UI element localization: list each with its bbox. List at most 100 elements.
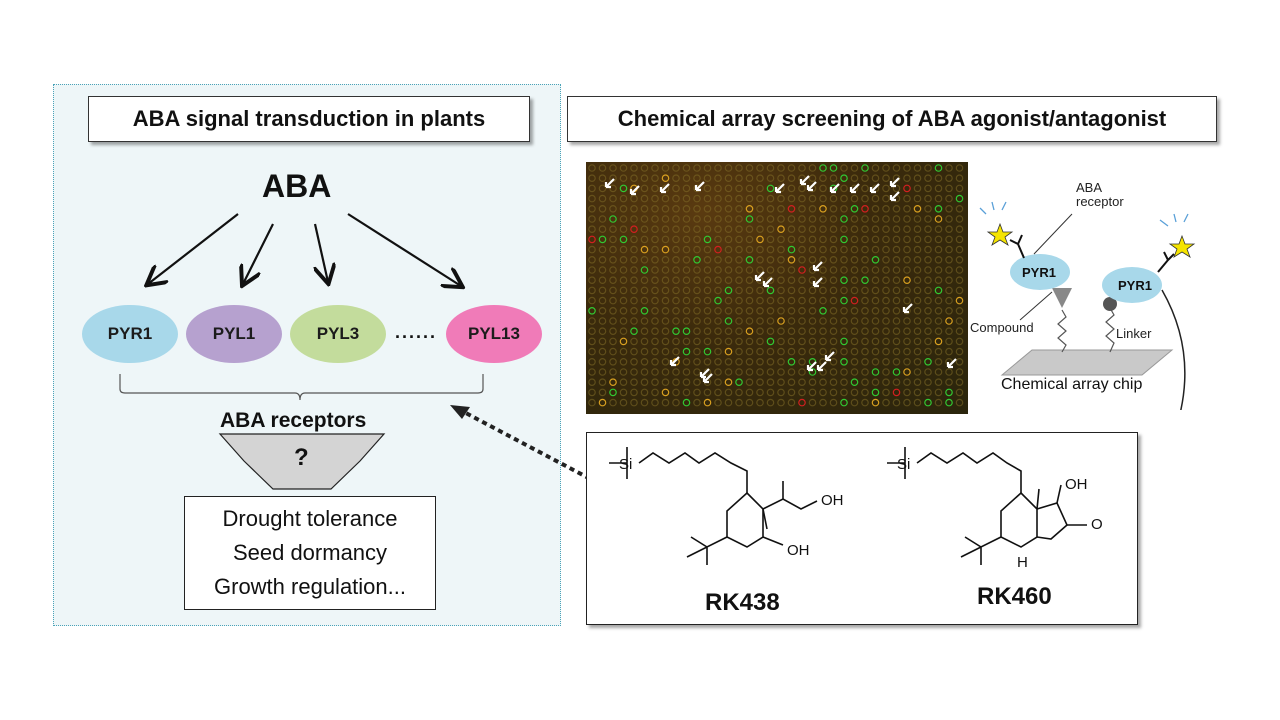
array-spot: [766, 225, 775, 233]
array-spot: [955, 266, 964, 274]
hit-arrow: [659, 183, 670, 194]
array-spot: [903, 317, 911, 325]
array-spot: [945, 378, 953, 387]
array-spot: [882, 317, 890, 325]
array-spot: [651, 184, 659, 193]
array-spot: [787, 286, 796, 295]
array-spot: [598, 215, 607, 223]
array-spot: [640, 204, 649, 213]
array-spot: [693, 378, 701, 387]
array-spot: [651, 164, 659, 172]
array-spot: [819, 296, 827, 305]
array-spot: [745, 388, 754, 397]
array-spot: [661, 286, 670, 295]
array-spot: [661, 337, 670, 346]
array-spot: [808, 276, 817, 285]
array-spot: [682, 317, 691, 325]
array-spot: [819, 337, 827, 346]
array-spot: [703, 317, 712, 325]
array-spot: [735, 317, 743, 325]
array-spot: [766, 317, 775, 325]
array-spot: [714, 358, 722, 366]
array-spot: [777, 368, 785, 376]
array-spot: [903, 337, 911, 346]
array-spot: [640, 194, 649, 203]
array-spot: [777, 378, 785, 387]
array-spot: [840, 225, 848, 233]
array-spot: [913, 388, 922, 397]
array-spot: [903, 215, 911, 223]
array-spot: [934, 358, 943, 366]
array-spot: [745, 235, 754, 244]
array-spot: [882, 378, 890, 387]
array-spot: [661, 276, 670, 285]
array-spot: [808, 194, 817, 203]
array-spot: [598, 266, 607, 274]
array-spot: [703, 245, 712, 254]
array-spot: [903, 184, 911, 193]
array-spot: [892, 215, 901, 223]
array-spot: [682, 378, 691, 387]
array-spot: [745, 204, 754, 213]
array-spot: [714, 266, 722, 274]
array-spot: [861, 174, 869, 183]
array-spot: [651, 337, 659, 346]
array-spot: [840, 204, 848, 213]
aba-receptors-label: ABA receptors: [220, 409, 367, 432]
array-spot: [819, 347, 827, 356]
array-spot: [756, 225, 764, 233]
array-spot: [630, 307, 638, 315]
array-spot: [808, 378, 817, 387]
array-spot: [619, 194, 628, 203]
array-spot: [934, 327, 943, 336]
array-spot: [640, 378, 649, 387]
array-spot: [703, 164, 712, 172]
array-spot: [829, 204, 838, 213]
array-spot: [766, 347, 775, 356]
array-spot: [829, 276, 838, 285]
array-spot: [724, 184, 733, 193]
array-spot: [798, 388, 806, 397]
array-spot: [609, 337, 617, 346]
array-spot: [871, 256, 880, 264]
array-spot: [714, 388, 722, 397]
array-spot: [630, 194, 638, 203]
array-spot: [913, 347, 922, 356]
array-spot: [787, 164, 796, 172]
array-spot: [913, 317, 922, 325]
array-spot: [924, 398, 932, 407]
array-spot: [735, 174, 743, 183]
array-spot: [903, 398, 911, 407]
array-spot: [672, 286, 680, 295]
array-spot: [672, 317, 680, 325]
array-spot: [756, 184, 764, 193]
array-spot: [714, 398, 722, 407]
array-spot: [714, 296, 722, 305]
array-spot: [598, 358, 607, 366]
array-spot: [661, 317, 670, 325]
array-spot: [651, 347, 659, 356]
array-spot: [882, 327, 890, 336]
array-spot: [892, 235, 901, 244]
array-spot: [882, 174, 890, 183]
array-spot: [787, 184, 796, 193]
array-spot: [588, 347, 596, 356]
array-spot: [609, 358, 617, 366]
array-spot: [672, 388, 680, 397]
array-spot: [714, 245, 722, 254]
array-spot: [840, 215, 848, 223]
array-spot: [861, 215, 869, 223]
array-spot: [598, 398, 607, 407]
right-panel-title: Chemical array screening of ABA agonist/…: [567, 96, 1217, 142]
array-spot: [724, 307, 733, 315]
array-spot: [892, 184, 901, 193]
array-spot: [787, 174, 796, 183]
array-spot: [735, 215, 743, 223]
array-spot: [609, 215, 617, 223]
array-spot: [619, 296, 628, 305]
array-spot: [871, 225, 880, 233]
aba-label: ABA: [262, 168, 332, 204]
array-spot: [703, 174, 712, 183]
array-spot: [609, 235, 617, 244]
arrow-to-pyl1: [243, 223, 274, 284]
